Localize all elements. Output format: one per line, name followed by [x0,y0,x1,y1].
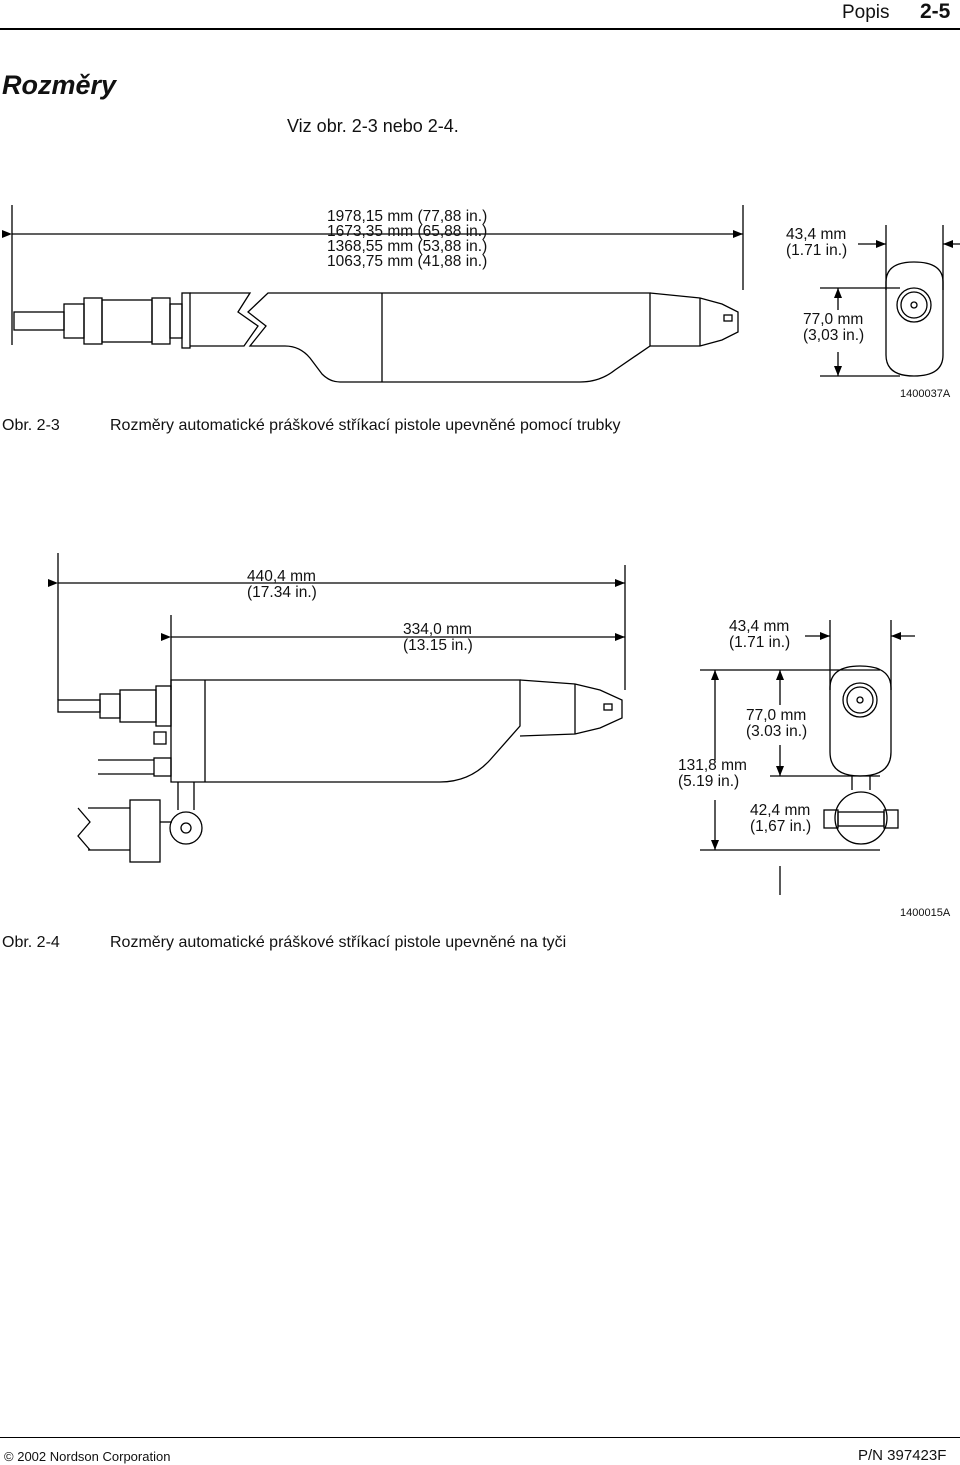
fig1-caption-label: Obr. 2-3 [2,417,60,434]
fig2-overall-height-mm: 131,8 mm [678,757,747,774]
footer-part-number: P/N 397423F [858,1447,947,1464]
header-page-number: 2-5 [920,0,951,23]
fig2-overall-height-in: (5.19 in.) [678,773,740,790]
fig1-height-in: (3,03 in.) [803,327,865,344]
fig1-length-dim-2: 1673,35 mm (65,88 in.) [327,223,488,240]
fig2-drawing-id: 1400015A [900,907,951,919]
fig2-caption-text: Rozměry automatické práškové stříkací pi… [110,934,567,951]
fig1-height-mm: 77,0 mm [803,311,864,328]
header-rule [0,28,960,30]
footer-rule [0,1437,960,1438]
fig1-drawing-id: 1400037A [900,388,951,400]
fig1-caption-text: Rozměry automatické práškové stříkací pi… [110,417,621,434]
fig2-body-mm: 334,0 mm [403,621,472,638]
section-title: Rozměry [2,70,117,100]
fig2-total-in: (17.34 in.) [247,584,317,601]
figure-2-4-drawing [48,553,915,895]
fig2-width-in: (1.71 in.) [729,634,791,651]
fig2-width-mm: 43,4 mm [729,618,790,635]
intro-text: Viz obr. 2-3 nebo 2-4. [287,116,459,136]
fig1-width-mm: 43,4 mm [786,226,847,243]
fig1-length-dim-4: 1063,75 mm (41,88 in.) [327,253,488,270]
fig2-bracket-in: (1,67 in.) [750,818,812,835]
fig2-height-mm: 77,0 mm [746,707,807,724]
fig2-body-in: (13.15 in.) [403,637,473,654]
fig1-length-dim-3: 1368,55 mm (53,88 in.) [327,238,488,255]
copyright-text: 2002 Nordson Corporation [17,1449,171,1464]
fig2-bracket-mm: 42,4 mm [750,802,811,819]
footer-copyright: © 2002 Nordson Corporation [4,1449,170,1464]
header-section: Popis [842,2,890,23]
fig2-height-in: (3.03 in.) [746,723,808,740]
fig1-width-in: (1.71 in.) [786,242,848,259]
fig2-total-mm: 440,4 mm [247,568,316,585]
fig1-length-dim-1: 1978,15 mm (77,88 in.) [327,208,488,225]
fig2-caption-label: Obr. 2-4 [2,934,60,951]
copyright-symbol: © [4,1449,14,1464]
